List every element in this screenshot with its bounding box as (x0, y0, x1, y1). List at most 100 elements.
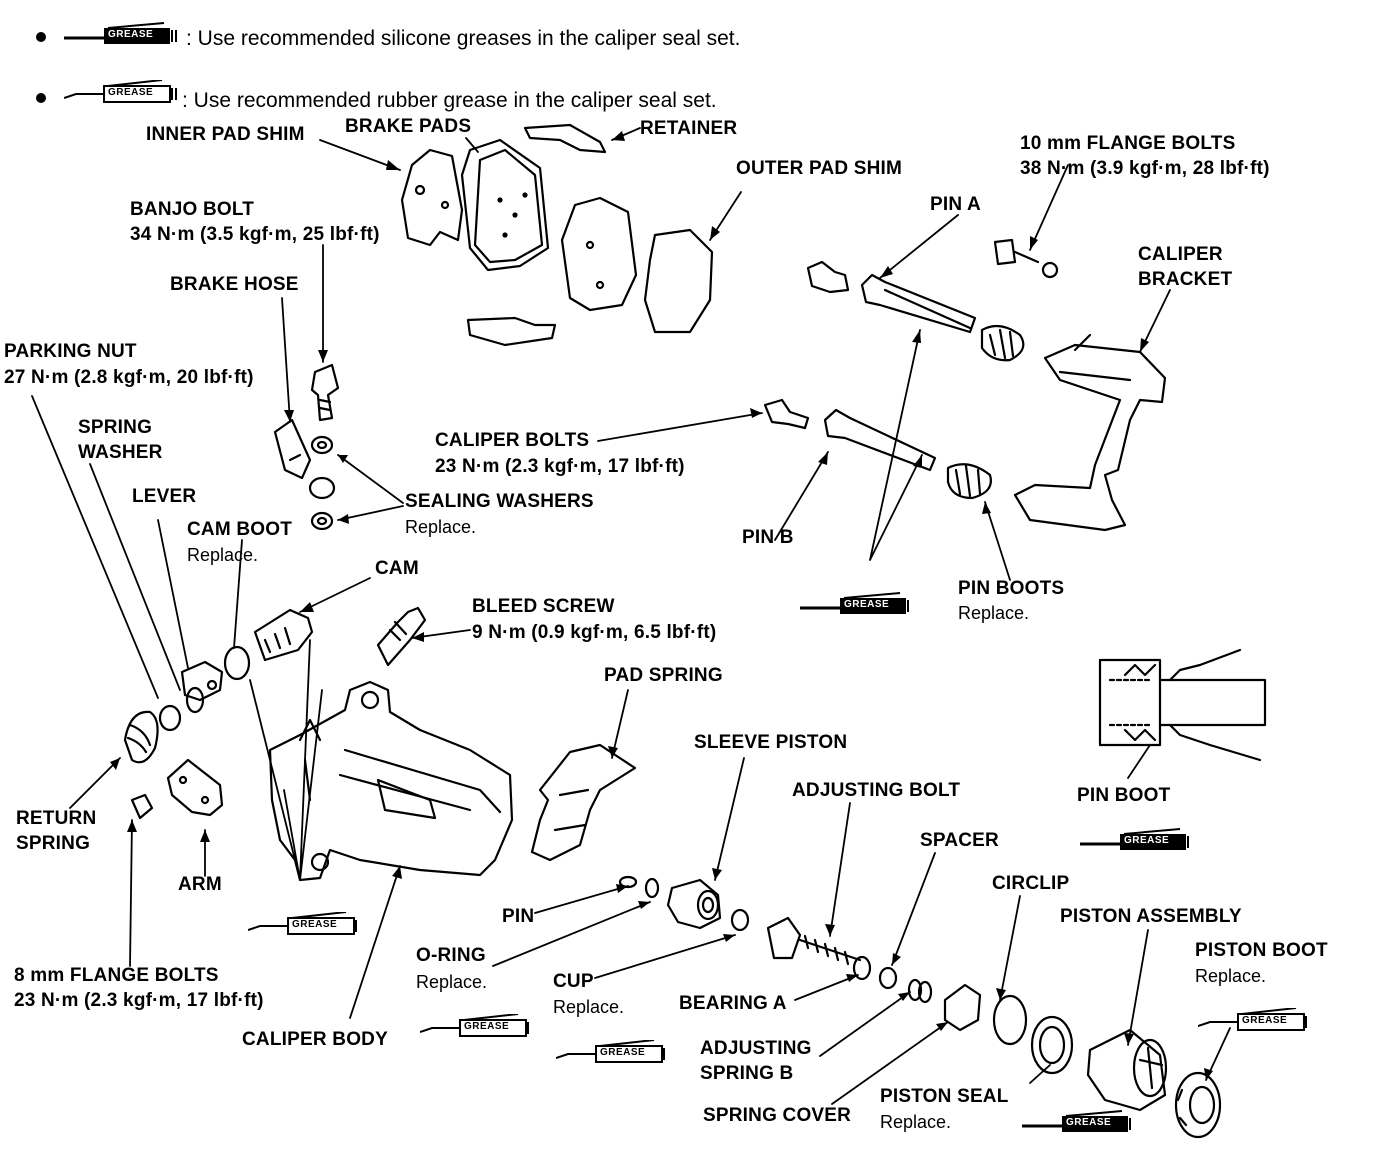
outer-pad-shim-part (560, 196, 714, 334)
arm-part (166, 758, 224, 817)
label-spring-washer-line2: WASHER (78, 442, 163, 463)
label-lever: LEVER (132, 486, 197, 507)
label-return-spring-line1: RETURN (16, 808, 97, 829)
pad-spring-part (530, 743, 637, 862)
label-arm: ARM (178, 874, 222, 895)
label-circlip: CIRCLIP (992, 873, 1070, 894)
o-ring-part (644, 877, 660, 899)
label-piston-assembly: PISTON ASSEMBLY (1060, 906, 1242, 927)
piston-assembly-part (1086, 1028, 1168, 1112)
label-parking-nut: PARKING NUT (4, 341, 137, 362)
banjo-bolt-part (310, 363, 340, 422)
grease-icon-label: GREASE (292, 919, 338, 930)
brake-pads-part (460, 138, 550, 272)
label-o-ring-note: Replace. (416, 972, 488, 992)
bearing-a-part (852, 955, 872, 981)
flange-bolt-8-part (130, 793, 154, 820)
label-return-spring-line2: SPRING (16, 833, 91, 854)
pin-a-part (860, 273, 977, 334)
label-pin-boot: PIN BOOT (1077, 785, 1171, 806)
cup-part (730, 908, 750, 932)
label-pin-b: PIN B (742, 527, 794, 548)
sleeve-piston-part (666, 878, 722, 930)
grease-icon-label: GREASE (108, 87, 154, 98)
spacer-part (878, 966, 898, 990)
label-spring-washer-line1: SPRING (78, 417, 153, 438)
return-spring-part (123, 710, 159, 764)
label-brake-hose: BRAKE HOSE (170, 274, 299, 295)
label-10mm-flange-bolts: 10 mm FLANGE BOLTS (1020, 133, 1236, 154)
grease-icon-label: GREASE (1124, 835, 1170, 846)
label-cup: CUP (553, 971, 594, 992)
upper-pin-boot-part (980, 324, 1025, 362)
label-8mm-flange-bolts: 8 mm FLANGE BOLTS (14, 965, 219, 986)
grease-icon-label: GREASE (844, 599, 890, 610)
label-piston-boot: PISTON BOOT (1195, 940, 1328, 961)
inner-pad-shim-part (400, 148, 464, 247)
label-bearing-a: BEARING A (679, 993, 787, 1014)
label-retainer: RETAINER (640, 118, 738, 139)
adjusting-bolt-part (766, 916, 862, 966)
grease-icon-label: GREASE (464, 1021, 510, 1032)
circlip-part (992, 994, 1028, 1046)
label-10mm-flange-bolts-torque: 38 N·m (3.9 kgf·m, 28 lbf·ft) (1020, 158, 1270, 179)
label-caliper-body: CALIPER BODY (242, 1029, 388, 1050)
flange-bolt-10-part (993, 238, 1059, 279)
label-caliper-bracket-line2: BRACKET (1138, 269, 1233, 290)
leader-lines (31, 127, 1231, 1105)
grease-icon-label: GREASE (600, 1047, 646, 1058)
label-banjo-bolt-torque: 34 N·m (3.5 kgf·m, 25 lbf·ft) (130, 224, 380, 245)
label-cam-boot: CAM BOOT (187, 519, 293, 540)
label-adjusting-bolt: ADJUSTING BOLT (792, 780, 961, 801)
grease-icon-label: GREASE (1066, 1117, 1112, 1128)
cam-part (253, 608, 314, 662)
label-sealing-washers-note: Replace. (405, 517, 477, 537)
label-banjo-bolt: BANJO BOLT (130, 199, 255, 220)
legend-silicone-text: : Use recommended silicone greases in th… (186, 27, 741, 50)
label-pin: PIN (502, 906, 535, 927)
lever-part (180, 660, 224, 702)
label-bleed-screw: BLEED SCREW (472, 596, 615, 617)
label-o-ring: O-RING (416, 945, 486, 966)
label-parking-nut-torque: 27 N·m (2.8 kgf·m, 20 lbf·ft) (4, 367, 254, 388)
legend-bullet (36, 93, 46, 103)
spring-washer-part (185, 686, 205, 714)
grease-icon-label: GREASE (1242, 1015, 1288, 1026)
parking-nut-part (158, 704, 182, 732)
small-bolt-upper (806, 260, 850, 294)
label-cup-note: Replace. (553, 997, 625, 1017)
label-outer-pad-shim: OUTER PAD SHIM (736, 158, 903, 179)
lower-retainer-part (466, 316, 557, 347)
label-sleeve-piston: SLEEVE PISTON (694, 732, 848, 753)
label-bleed-screw-torque: 9 N·m (0.9 kgf·m, 6.5 lbf·ft) (472, 622, 717, 643)
arrowheads (110, 131, 1213, 1080)
label-pin-a: PIN A (930, 194, 981, 215)
piston-seal-part (1030, 1015, 1074, 1075)
label-pad-spring: PAD SPRING (604, 665, 723, 686)
label-piston-seal: PISTON SEAL (880, 1086, 1009, 1107)
legend-bullet (36, 32, 46, 42)
pin-b-part (823, 408, 937, 472)
label-piston-seal-note: Replace. (880, 1112, 952, 1132)
label-brake-pads: BRAKE PADS (345, 116, 472, 137)
piston-boot-part (1174, 1071, 1222, 1139)
pin-boot-detail-inset (1098, 648, 1267, 762)
label-cam: CAM (375, 558, 419, 579)
brake-hose-part (273, 418, 312, 480)
spring-cover-part (943, 983, 982, 1032)
caliper-bracket-part (1013, 333, 1167, 532)
label-adjusting-spring-b-line2: SPRING B (700, 1063, 794, 1084)
retainer-part (523, 123, 607, 154)
label-spacer: SPACER (920, 830, 999, 851)
label-cam-boot-note: Replace. (187, 545, 259, 565)
label-8mm-flange-bolts-torque: 23 N·m (2.3 kgf·m, 17 lbf·ft) (14, 990, 264, 1011)
legend-rubber-text: : Use recommended rubber grease in the c… (182, 89, 717, 112)
label-spring-cover: SPRING COVER (703, 1105, 852, 1126)
label-sealing-washers: SEALING WASHERS (405, 491, 594, 512)
label-caliper-bolts: CALIPER BOLTS (435, 430, 590, 451)
adjusting-spring-b-part (907, 978, 933, 1004)
label-piston-boot-note: Replace. (1195, 966, 1267, 986)
cam-boot-part (223, 645, 251, 681)
pin-part (618, 875, 638, 889)
sealing-washer-parts (308, 435, 336, 531)
